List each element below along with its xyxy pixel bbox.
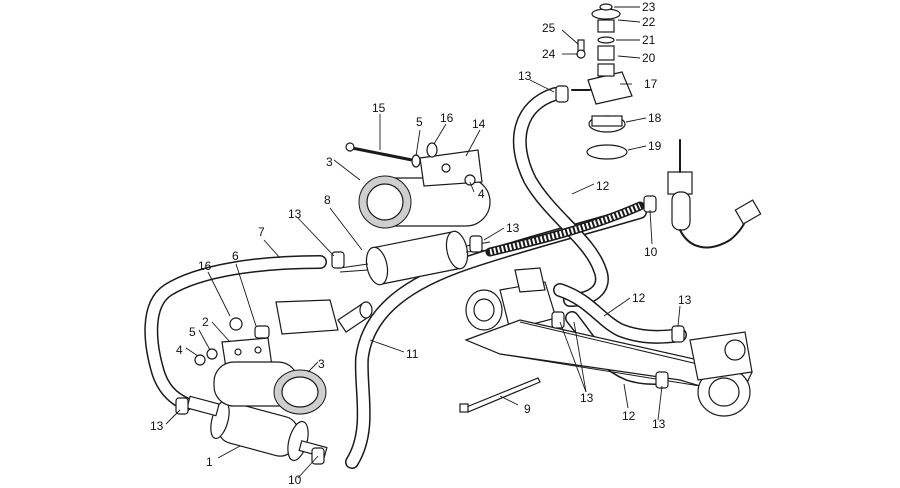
- throttle-body-right: [689, 331, 753, 417]
- callout-12: 12: [596, 179, 610, 193]
- throttle-body-left: [465, 267, 557, 331]
- callout-5: 5: [189, 325, 196, 339]
- callout-4: 4: [478, 187, 485, 201]
- callout-11: 11: [406, 347, 419, 361]
- washer-5-upper: [411, 154, 421, 168]
- callout-21: 21: [642, 33, 656, 47]
- callout-13: 13: [506, 221, 520, 235]
- callout-13: 13: [288, 207, 302, 221]
- pressure-regulator-assembly: [571, 3, 633, 160]
- callout-19: 19: [648, 139, 662, 153]
- tie-strap-9: [459, 377, 541, 413]
- washers-4-5-lower: [194, 348, 218, 366]
- clamp-13d: [555, 85, 569, 103]
- bolt-15: [345, 142, 414, 162]
- callout-10: 10: [644, 245, 658, 259]
- sleeve-tube: [337, 301, 373, 333]
- clamp-13e: [671, 325, 685, 343]
- braided-hose-top: [485, 201, 645, 257]
- clamp-13a: [175, 397, 189, 415]
- callout-14: 14: [472, 117, 486, 131]
- callout-13: 13: [652, 417, 666, 431]
- callout-6: 6: [232, 249, 239, 263]
- callout-17: 17: [644, 77, 658, 91]
- callout-16: 16: [198, 259, 212, 273]
- clamp-13g: [655, 371, 669, 389]
- fuel-pump-1: [186, 395, 328, 462]
- hose-7: [144, 255, 327, 411]
- callout-10: 10: [288, 473, 302, 487]
- fuel-filter-8: [339, 230, 491, 286]
- callout-15: 15: [372, 101, 386, 115]
- callout-25: 25: [542, 21, 556, 35]
- callout-1: 1: [206, 455, 213, 469]
- clamp-13b: [331, 251, 345, 269]
- callout-13: 13: [678, 293, 692, 307]
- hose-12-upper: [512, 87, 609, 307]
- callout-22: 22: [642, 15, 656, 29]
- filter-3-lower: [213, 361, 327, 415]
- callout-18: 18: [648, 111, 662, 125]
- callout-4: 4: [176, 343, 183, 357]
- callout-24: 24: [542, 47, 556, 61]
- callout-7: 7: [258, 225, 265, 239]
- callout-3: 3: [318, 357, 325, 371]
- callout-12: 12: [622, 409, 636, 423]
- callout-16: 16: [440, 111, 454, 125]
- callout-8: 8: [324, 193, 331, 207]
- callout-3: 3: [326, 155, 333, 169]
- washer-16-upper: [426, 142, 438, 158]
- callout-12: 12: [632, 291, 646, 305]
- callout-labels: 1 2 3 3 4 4 5 5 6 7 8 9 10 10 11 12 12 1…: [150, 0, 692, 487]
- callout-9: 9: [524, 402, 531, 416]
- callout-2: 2: [202, 315, 209, 329]
- nut-4-upper: [464, 174, 476, 186]
- sensor-connector: [667, 139, 762, 249]
- hose-12-right: [553, 283, 687, 344]
- callout-20: 20: [642, 51, 656, 65]
- leader-lines: [165, 6, 681, 479]
- callout-13: 13: [150, 419, 164, 433]
- clamp-13f: [551, 311, 565, 329]
- bracket-plate-6: [229, 299, 339, 339]
- callout-23: 23: [642, 0, 656, 14]
- callout-5: 5: [416, 115, 423, 129]
- clamp-10b: [643, 195, 657, 213]
- callout-13: 13: [580, 391, 594, 405]
- clamp-13c: [469, 235, 483, 253]
- callout-13: 13: [518, 69, 532, 83]
